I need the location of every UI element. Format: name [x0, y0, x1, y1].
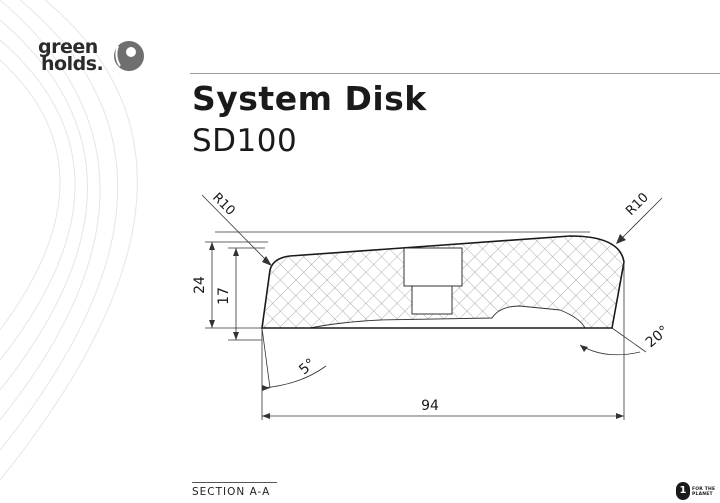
radius-leaders	[201, 194, 663, 263]
disk-profile	[261, 235, 625, 329]
section-label: SECTION A-A	[192, 486, 271, 498]
dim-height-total: 24	[192, 276, 208, 294]
width-arrow-right	[616, 413, 624, 419]
dim-radius-left: R10	[209, 190, 238, 219]
page-title: System Disk	[192, 79, 427, 118]
background-arcs	[0, 0, 138, 481]
brand-word-green: green	[38, 36, 98, 58]
model-number: SD100	[192, 123, 298, 159]
brand-logo: green holds.	[38, 36, 148, 80]
dim-angle-left: 5°	[296, 356, 318, 378]
angle-arcs	[261, 344, 641, 389]
badge-number: 1	[676, 482, 690, 500]
dim-angle-right: 20°	[643, 323, 672, 351]
brand-word-holds: holds.	[41, 53, 104, 75]
dim-radius-right: R10	[623, 190, 652, 219]
header-rule	[190, 73, 720, 74]
dim-width: 94	[421, 398, 439, 414]
angle-left-arrow	[262, 385, 270, 391]
radius-left-arrow	[262, 256, 272, 266]
height-arrows	[209, 242, 239, 340]
radius-right-arrow	[616, 234, 626, 244]
width-arrow-left	[262, 413, 270, 419]
footer-rule	[192, 482, 277, 483]
brand-disc-icon	[114, 41, 144, 71]
dim-height-inner: 17	[216, 287, 232, 305]
badge-line2: PLANET	[692, 492, 713, 497]
planet-badge: 1 FOR THE PLANET	[676, 482, 716, 500]
extension-lines	[261, 262, 647, 420]
height-dimensions	[205, 241, 268, 341]
angle-right-arrow	[580, 345, 588, 352]
badge-line1: FOR THE	[692, 487, 716, 492]
